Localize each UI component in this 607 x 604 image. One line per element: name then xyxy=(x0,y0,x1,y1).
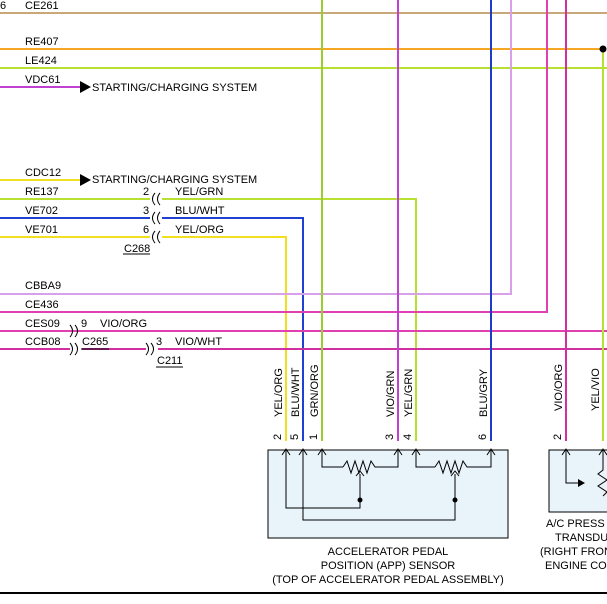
pin-number: 3 xyxy=(384,434,396,440)
circuit-label-cbba9: CBBA9 xyxy=(25,280,61,292)
wire-color-label: VIO/WHT xyxy=(175,336,222,348)
wire-color-label: VIO/ORG xyxy=(100,318,147,330)
wire-re137-run xyxy=(162,198,417,441)
circuit-label-re407: RE407 xyxy=(25,36,59,48)
ac-sensor-label-line1: A/C PRESS xyxy=(546,518,605,530)
fragment-label: 6 xyxy=(0,0,6,12)
wire-color-label: BLU/GRY xyxy=(478,368,490,417)
circuit-label-ce261: CE261 xyxy=(25,0,59,12)
app-sensor-label-line3: (TOP OF ACCELERATOR PEDAL ASSEMBLY) xyxy=(272,574,503,586)
system-ref-label: STARTING/CHARGING SYSTEM xyxy=(92,174,257,186)
circuit-label-cdc12: CDC12 xyxy=(25,167,61,179)
circuit-label-re137: RE137 xyxy=(25,186,59,198)
circuit-label-ve702: VE702 xyxy=(25,205,58,217)
wire-ve701-run xyxy=(162,236,287,441)
wire-ve702-run xyxy=(162,217,304,441)
wire-cbba9 xyxy=(0,0,512,295)
ac-sensor-internal xyxy=(561,448,607,497)
pin-number: 6 xyxy=(143,224,149,236)
wire-color-label: BLU/WHT xyxy=(175,205,225,217)
connector-name-c265: C265 xyxy=(82,336,108,348)
wire-color-label: GRN/ORG xyxy=(309,364,321,417)
circuit-label-ce436: CE436 xyxy=(25,299,59,311)
connector-c268-symbol xyxy=(152,192,161,244)
pin-number: 3 xyxy=(143,205,149,217)
app-sensor-label-line1: ACCELERATOR PEDAL xyxy=(328,546,449,558)
wire-color-label: YEL/GRN xyxy=(175,186,223,198)
splice-dot xyxy=(599,45,607,53)
pin-number: 9 xyxy=(81,318,87,330)
pin-number: 2 xyxy=(143,186,149,198)
circuit-label-ccb08: CCB08 xyxy=(25,336,60,348)
pin-number: 6 xyxy=(477,434,489,440)
circuit-label-vdc61: VDC61 xyxy=(25,74,60,86)
wire-color-label: YEL/VIO xyxy=(590,368,602,411)
arrow-icon xyxy=(80,174,91,186)
ac-sensor-label-line2: TRANSDUC xyxy=(555,532,607,544)
connector-c211-symbol xyxy=(145,342,154,356)
system-ref-label: STARTING/CHARGING SYSTEM xyxy=(92,82,257,94)
wire-color-label: VIO/GRN xyxy=(385,370,397,417)
pin-number: 4 xyxy=(402,434,414,440)
circuit-label-ces09: CES09 xyxy=(25,318,60,330)
ac-sensor-label-line3: (RIGHT FRON xyxy=(540,546,607,558)
junction-dot xyxy=(357,497,363,503)
arrow-icon xyxy=(80,81,91,93)
wire-color-label: YEL/ORG xyxy=(273,368,285,417)
ac-sensor-label-line4: ENGINE CO xyxy=(545,560,607,572)
pin-number: 2 xyxy=(552,434,564,440)
ac-sensor-box xyxy=(548,449,607,513)
connector-c265-symbol xyxy=(69,324,78,356)
wire-color-label: YEL/ORG xyxy=(175,224,224,236)
pin-number: 5 xyxy=(289,434,301,440)
wire-color-label: VIO/ORG xyxy=(553,364,565,411)
circuit-label-ve701: VE701 xyxy=(25,224,58,236)
app-sensor-box xyxy=(267,449,509,539)
pin-number: 2 xyxy=(272,434,284,440)
arrow-icon xyxy=(578,479,585,487)
wire-color-label: YEL/GRN xyxy=(403,369,415,417)
wire-color-label: BLU/WHT xyxy=(290,367,302,417)
app-sensor-label-line2: POSITION (APP) SENSOR xyxy=(321,560,456,572)
wire-ce436 xyxy=(0,0,548,313)
circuit-label-le424: LE424 xyxy=(25,55,57,67)
connector-name-c211: C211 xyxy=(157,355,182,367)
junction-dot xyxy=(452,497,458,503)
connector-name-c268: C268 xyxy=(124,243,150,255)
pin-number: 3 xyxy=(156,336,162,348)
pin-number: 1 xyxy=(308,434,320,440)
